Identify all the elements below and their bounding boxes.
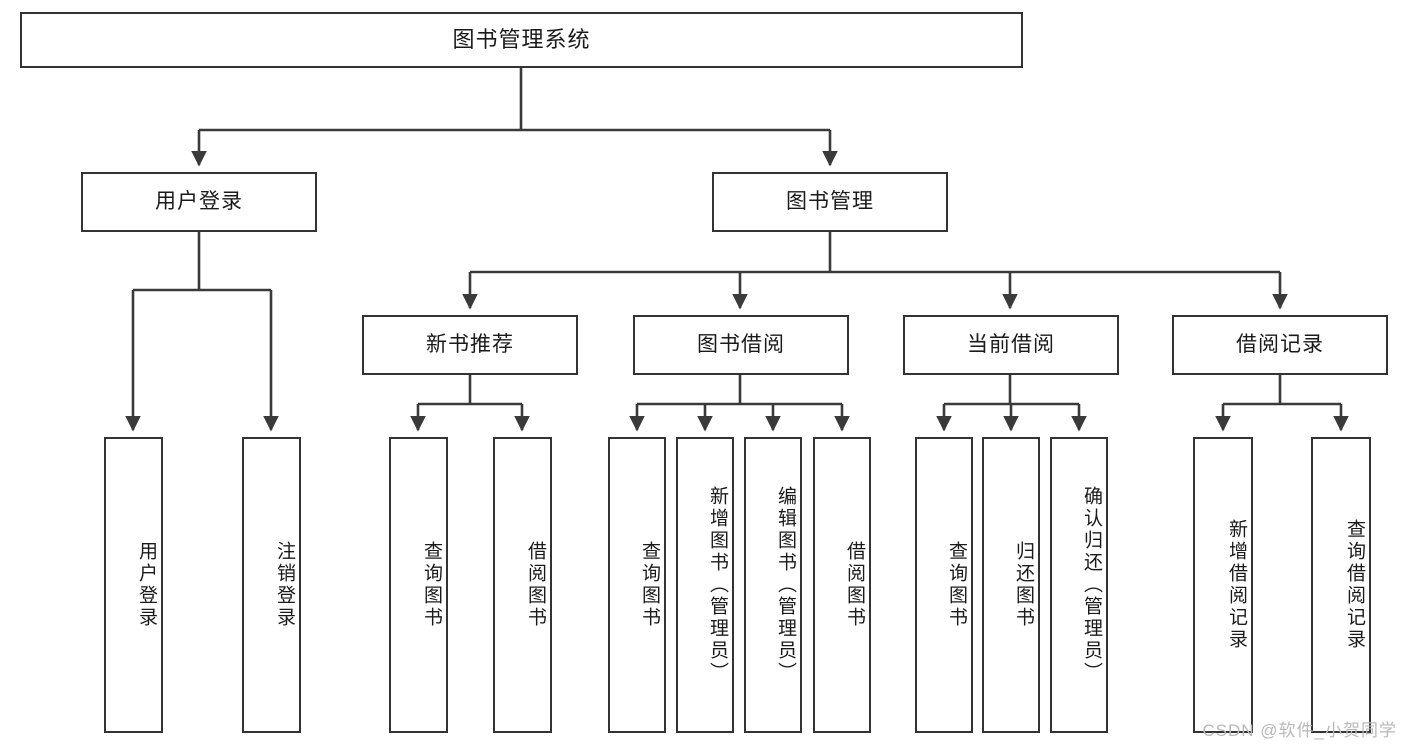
node-new-book-recommend[interactable]: 新书推荐 [362,315,578,375]
leaf-current-borrow-query-book[interactable]: 查询图书 [915,437,973,733]
node-book-borrow[interactable]: 图书借阅 [633,315,849,375]
leaf-label: 注销登录 [274,541,295,629]
node-user-login[interactable]: 用户登录 [81,172,317,232]
leaf-label: 归还图书 [1013,541,1034,629]
node-root[interactable]: 图书管理系统 [20,12,1023,68]
node-new-book-recommend-label: 新书推荐 [426,333,514,357]
leaf-new-books-borrow-book[interactable]: 借阅图书 [493,437,552,733]
node-user-login-label: 用户登录 [155,190,243,214]
leaf-label: 确认归还（管理员） [1081,486,1102,684]
node-root-label: 图书管理系统 [452,26,591,52]
leaf-label: 查询借阅记录 [1344,519,1365,651]
node-current-borrow-label: 当前借阅 [967,333,1055,357]
node-current-borrow[interactable]: 当前借阅 [903,315,1119,375]
leaf-label: 查询图书 [421,541,442,629]
leaf-label: 查询图书 [946,541,967,629]
leaf-label: 借阅图书 [525,541,546,629]
node-book-management-label: 图书管理 [786,190,874,214]
leaf-borrow-records-add-record[interactable]: 新增借阅记录 [1193,437,1253,733]
node-book-management[interactable]: 图书管理 [712,172,948,232]
leaf-current-borrow-confirm-return-admin[interactable]: 确认归还（管理员） [1050,437,1108,733]
leaf-label: 编辑图书（管理员） [775,486,796,684]
leaf-label: 新增借阅记录 [1226,519,1247,651]
leaf-label: 借阅图书 [844,541,865,629]
node-borrow-records[interactable]: 借阅记录 [1172,315,1388,375]
leaf-borrow-records-query-record[interactable]: 查询借阅记录 [1311,437,1371,733]
leaf-user-login-logout[interactable]: 注销登录 [242,437,301,733]
leaf-current-borrow-return-book[interactable]: 归还图书 [982,437,1040,733]
leaf-user-login-login[interactable]: 用户登录 [104,437,163,733]
leaf-label: 新增图书（管理员） [707,486,728,684]
leaf-book-borrow-edit-book-admin[interactable]: 编辑图书（管理员） [744,437,802,733]
leaf-book-borrow-add-book-admin[interactable]: 新增图书（管理员） [676,437,734,733]
node-borrow-records-label: 借阅记录 [1236,333,1324,357]
leaf-book-borrow-borrow-book[interactable]: 借阅图书 [813,437,871,733]
leaf-new-books-query-book[interactable]: 查询图书 [389,437,448,733]
leaf-label: 用户登录 [136,541,157,629]
leaf-label: 查询图书 [639,541,660,629]
leaf-book-borrow-query-book[interactable]: 查询图书 [608,437,666,733]
csdn-watermark: CSDN @软件_小贺同学 [1202,721,1397,740]
node-book-borrow-label: 图书借阅 [697,333,785,357]
